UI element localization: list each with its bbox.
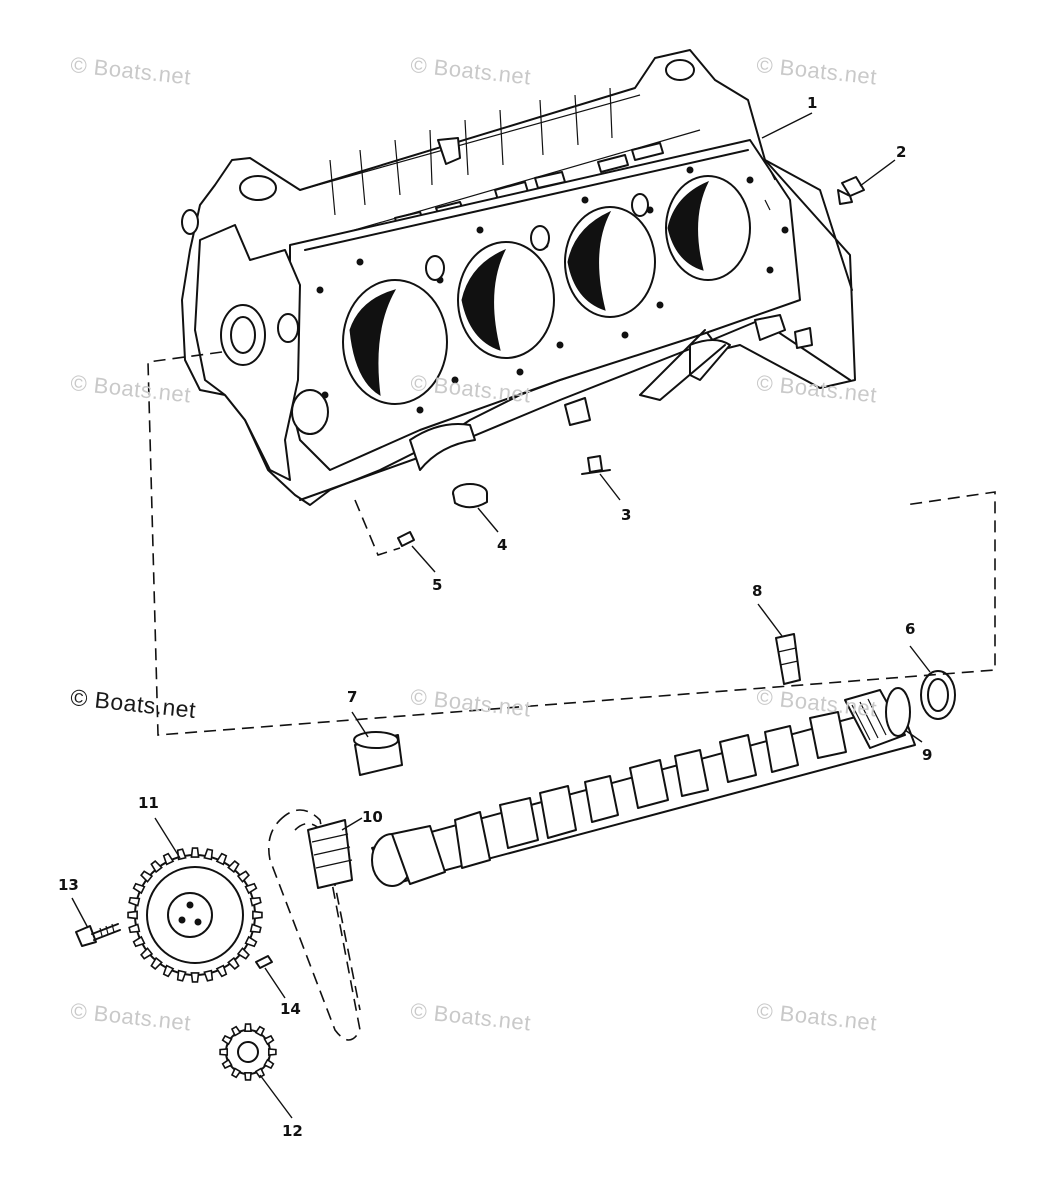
part-14-dowel-pin (255, 955, 273, 969)
part-8-cam-key (775, 633, 801, 685)
part-12-crank-sprocket (219, 1023, 277, 1081)
callout-13: 13 (58, 876, 79, 894)
callout-6: 6 (905, 620, 916, 638)
sprocket-tooth (221, 1034, 233, 1046)
sprocket-tooth (230, 1025, 242, 1037)
sprocket-tooth (221, 1058, 233, 1070)
sprocket-tooth (236, 870, 250, 883)
sprocket-tooth (190, 847, 200, 858)
sprocket-tooth (263, 1034, 275, 1046)
assembly-outline (147, 351, 996, 736)
sprocket-tooth (219, 1048, 229, 1056)
sprocket-tooth (252, 910, 263, 920)
sprocket-tooth (176, 969, 187, 982)
sprocket-tooth (236, 947, 250, 960)
sprocket-tooth (244, 1023, 252, 1033)
sprocket-tooth (190, 972, 200, 983)
callout-7: 7 (347, 688, 358, 706)
sprocket-tooth (140, 947, 154, 960)
engine-block (181, 49, 856, 506)
sprocket-tooth (162, 964, 175, 978)
callout-8: 8 (752, 582, 763, 600)
callout-12: 12 (282, 1122, 303, 1140)
sprocket-tooth (127, 910, 138, 920)
sprocket-tooth (215, 964, 228, 978)
sprocket-tooth (263, 1058, 275, 1070)
sprocket-tooth (150, 860, 163, 874)
callout-14: 14 (280, 1000, 301, 1018)
sprocket-tooth (227, 956, 240, 970)
part-10-timing-chain (267, 809, 361, 1041)
callout-11: 11 (138, 794, 159, 812)
sprocket-tooth (230, 1067, 242, 1079)
sprocket-tooth (215, 852, 228, 866)
sprocket-tooth (254, 1025, 266, 1037)
sprocket-tooth (244, 1071, 252, 1081)
part-6-rear-plug (920, 670, 956, 720)
callout-2: 2 (896, 143, 907, 161)
callout-5: 5 (432, 576, 443, 594)
callout-9: 9 (922, 746, 933, 764)
sprocket-tooth (132, 935, 146, 948)
part-5-dowel-pin (397, 531, 415, 547)
sprocket-tooth (254, 1067, 266, 1079)
sprocket-tooth (128, 923, 141, 934)
part-2-plug (837, 176, 865, 205)
sprocket-tooth (203, 848, 214, 861)
part-9-camshaft (371, 687, 916, 887)
sprocket-tooth (249, 896, 262, 907)
sprocket-tooth (132, 882, 146, 895)
callout-1: 1 (807, 94, 818, 112)
sprocket-tooth (203, 969, 214, 982)
sprocket-tooth (140, 870, 154, 883)
sprocket-tooth (227, 860, 240, 874)
sprocket-tooth (162, 852, 175, 866)
part-11-cam-sprocket (127, 847, 263, 983)
part-3-plug (581, 455, 611, 475)
sprocket-tooth (176, 848, 187, 861)
assembly-outline-2 (354, 499, 401, 556)
leader-lines (71, 112, 931, 1119)
callout-4: 4 (497, 536, 508, 554)
callout-10: 10 (362, 808, 383, 826)
sprocket-tooth (128, 896, 141, 907)
part-13-bolt (75, 923, 121, 947)
sprocket-tooth (244, 935, 258, 948)
sprocket-tooth (150, 956, 163, 970)
sprocket-tooth (249, 923, 262, 934)
part-7-cam-bearing (353, 731, 403, 776)
sprocket-tooth (244, 882, 258, 895)
sprocket-tooth (267, 1048, 277, 1056)
part-4-bushing (452, 483, 488, 509)
callout-3: 3 (621, 506, 632, 524)
